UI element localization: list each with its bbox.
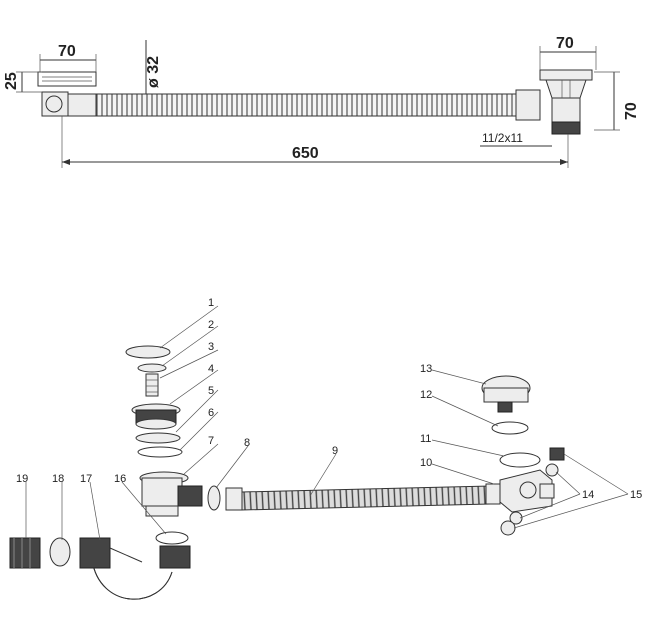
callout-14: 14: [582, 489, 594, 501]
callout-9: 9: [332, 445, 338, 457]
part-10-overflow-body: [499, 469, 555, 513]
part-16-washer: [155, 531, 189, 545]
callout-1: 1: [208, 297, 214, 309]
dim-pipe-diameter: ø 32: [145, 56, 162, 88]
part-19-nut: [9, 537, 41, 569]
part-11-gasket: [499, 452, 541, 468]
dim-right-height: 70: [623, 102, 640, 120]
callout-18: 18: [52, 473, 64, 485]
part-7-waste-body: [139, 471, 203, 517]
dim-thread: 11/2x11: [482, 131, 523, 145]
part-5-ring: [135, 432, 181, 444]
callout-12: 12: [420, 389, 432, 401]
part-13-overflow-cover: [481, 375, 531, 413]
callout-13: 13: [420, 363, 432, 375]
dim-top-right-width: 70: [556, 35, 574, 52]
part-15-cap: [500, 520, 516, 536]
part-14-plug: [545, 463, 559, 477]
callout-10: 10: [420, 457, 432, 469]
callout-17: 17: [80, 473, 92, 485]
part-15-nut: [549, 447, 565, 461]
callout-6: 6: [208, 407, 214, 419]
part-1-cap: [125, 345, 171, 359]
part-3-stem: [145, 373, 159, 397]
callout-4: 4: [208, 363, 214, 375]
dim-top-left-height: 25: [3, 72, 20, 90]
callout-19: 19: [16, 473, 28, 485]
callout-11: 11: [420, 433, 431, 445]
callout-16: 16: [114, 473, 126, 485]
part-18-gasket: [49, 537, 71, 567]
callout-2: 2: [208, 319, 214, 331]
part-14-plug-b: [509, 511, 523, 525]
leader-lines: [25, 305, 629, 541]
part-17-trap: [79, 537, 191, 600]
dim-top-left-width: 70: [58, 43, 76, 60]
overflow-head-side-view: [37, 71, 97, 117]
callout-7: 7: [208, 435, 214, 447]
callout-8: 8: [244, 437, 250, 449]
part-8-washer: [207, 485, 221, 511]
part-4-strainer: [131, 403, 181, 430]
waste-head-side-view: [515, 69, 593, 135]
dim-total-length: 650: [292, 145, 319, 162]
part-6-gasket: [137, 446, 183, 458]
callout-15: 15: [630, 489, 642, 501]
callout-3: 3: [208, 341, 214, 353]
corrugated-hose-side-view: [95, 93, 517, 117]
part-9-hose: [225, 483, 501, 511]
exploded-view: 1 2 3 4 5 6 7 8 9 10 11 12 13 14 15 16 1…: [9, 297, 642, 600]
part-12-gasket: [491, 421, 529, 435]
callout-5: 5: [208, 385, 214, 397]
part-2-washer: [137, 363, 167, 373]
dimension-drawing: 70 25 ø 32 70 70 11/2x11 650: [3, 35, 640, 168]
